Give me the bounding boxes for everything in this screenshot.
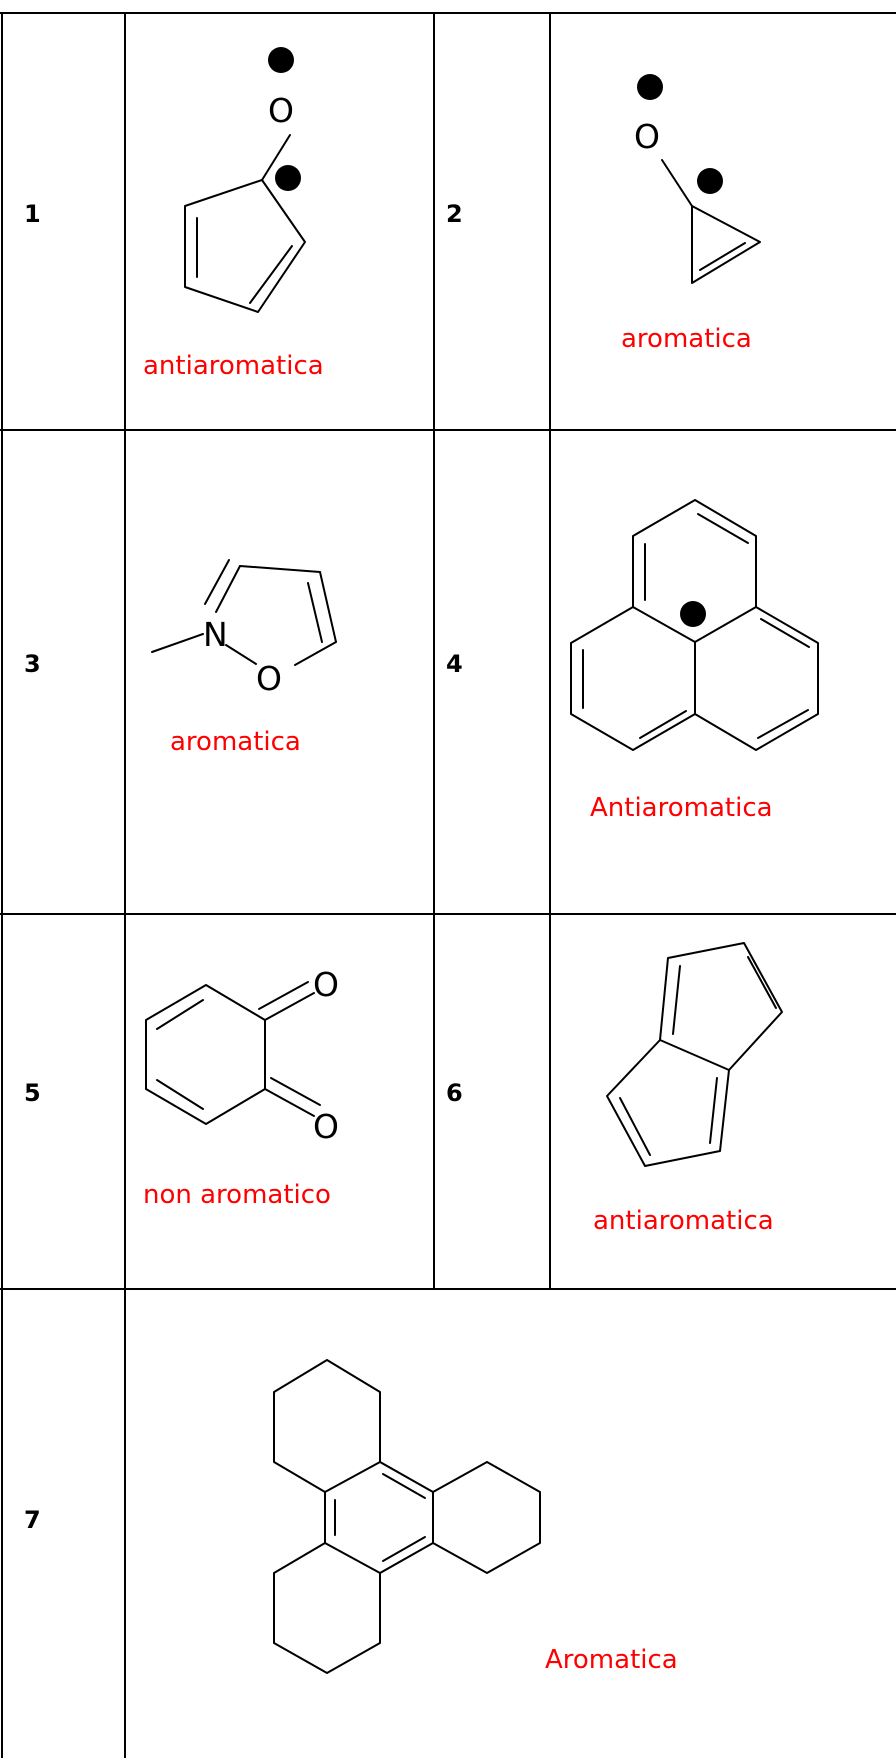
molecule-3-c-c-bond-a [239, 565, 321, 573]
molecule-7-double-a [382, 1473, 426, 1499]
molecule-3-n-c-bond [215, 565, 241, 613]
molecule-7-central-ring [324, 1461, 434, 1574]
molecule-7-structure [273, 1359, 541, 1674]
molecule-3-c-o-bond [294, 641, 337, 666]
molecule-5-co-bond-top-b [258, 981, 309, 1010]
molecule-7-ring-right [432, 1461, 541, 1574]
molecule-1-structure [184, 47, 306, 313]
molecule-4-double-1 [697, 513, 749, 544]
molecule-6-ring-right [659, 942, 783, 1071]
molecule-5-double-a [156, 999, 204, 1030]
verdict-1: antiaromatica [143, 351, 324, 381]
molecule-3-structure [151, 559, 337, 666]
molecule-3-atom-n: N [203, 615, 228, 654]
molecule-4-double-4 [757, 709, 809, 739]
molecule-3-methyl-bond [151, 633, 204, 653]
verdict-3: aromatica [170, 727, 301, 757]
molecule-1-ring [184, 179, 306, 313]
molecule-5-atom-o-bottom: O [313, 1107, 339, 1146]
molecule-1-double-bond-b [249, 245, 293, 304]
molecule-7-ring-top [273, 1359, 381, 1493]
row-number-3: 3 [24, 650, 41, 678]
molecule-5-double-b [156, 1079, 204, 1110]
molecule-6-structure [606, 942, 783, 1167]
molecule-4-ring-right [694, 606, 819, 751]
molecule-6-double-a [672, 965, 681, 1035]
molecule-3-c-c-bond-b [319, 571, 337, 643]
verdict-4: Antiaromatica [590, 793, 773, 823]
molecule-5-co-bond-bottom-b [270, 1077, 321, 1106]
table-grid [0, 12, 896, 1758]
molecule-1-atom-o: O [268, 91, 294, 130]
molecule-7-double-b [382, 1536, 426, 1562]
row-number-2: 2 [446, 200, 463, 228]
molecule-6-double-b [747, 956, 777, 1009]
verdict-7: Aromatica [545, 1645, 678, 1675]
molecule-6-central-bond [659, 1039, 730, 1071]
verdict-2: aromatica [621, 324, 752, 354]
molecule-5-co-bond-top-a [264, 992, 315, 1021]
molecule-4-structure [570, 499, 819, 751]
row-number-1: 1 [24, 200, 41, 228]
molecule-5-structure [145, 981, 321, 1125]
row-number-5: 5 [24, 1079, 41, 1107]
molecule-4-ring-left [570, 606, 696, 751]
molecule-6-ring-left [606, 1039, 730, 1167]
molecule-6-double-d [709, 1077, 718, 1144]
molecule-2-ring [691, 205, 761, 284]
row-number-4: 4 [446, 650, 463, 678]
molecule-5-co-bond-bottom-a [264, 1088, 315, 1117]
molecule-5-atom-o-top: O [313, 965, 339, 1004]
molecule-3-n-o-bond [225, 644, 257, 665]
verdict-5: non aromatico [143, 1180, 331, 1210]
molecule-4-double-6 [639, 710, 687, 739]
molecule-2-structure [637, 74, 761, 284]
molecule-3-atom-o: O [256, 659, 282, 698]
molecule-2-double-bond [699, 242, 746, 271]
molecule-6-double-c [619, 1097, 651, 1156]
molecule-7-ring-bottom [273, 1542, 381, 1674]
molecule-1-co-bond [261, 134, 291, 181]
molecule-3-n-c-double [204, 559, 230, 605]
molecule-2-atom-o: O [634, 117, 660, 156]
molecule-3-c-c-double [307, 582, 323, 643]
molecule-4-double-3 [760, 618, 810, 648]
molecule-2-co-bond [661, 159, 693, 207]
verdict-6: antiaromatica [593, 1206, 774, 1236]
molecule-5-ring [145, 984, 266, 1125]
row-number-7: 7 [24, 1506, 41, 1534]
row-number-6: 6 [446, 1079, 463, 1107]
